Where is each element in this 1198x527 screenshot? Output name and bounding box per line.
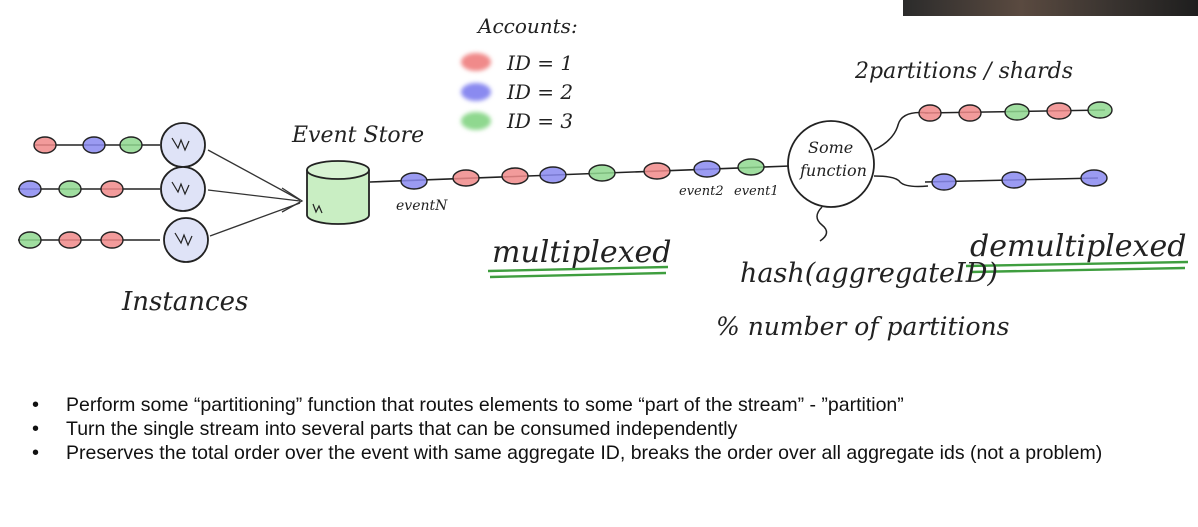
partition2-event-1: [931, 173, 957, 191]
event-1-label: event1: [734, 184, 779, 199]
legend-label-id1: ID = 1: [506, 51, 573, 75]
event-store-body: [306, 170, 370, 225]
partition-connectors: [873, 109, 1106, 188]
bullet-item-2: Turn the single stream into several part…: [30, 417, 1180, 441]
bullet-list: Perform some “partitioning” function tha…: [30, 393, 1180, 465]
partition-1-connector: [873, 111, 929, 151]
multiplexed-label: multiplexed: [492, 235, 671, 270]
event-store-top: [306, 160, 370, 180]
event-n-label: eventN: [396, 198, 448, 214]
video-thumbnail: [903, 0, 1198, 16]
instance-scribble-3: [174, 232, 193, 247]
arrow-instance-3: [209, 202, 301, 237]
demultiplexed-underline: [965, 260, 1189, 274]
partition1-event-4: [1046, 102, 1072, 120]
demultiplexed-label: demultiplexed: [970, 229, 1186, 264]
instances-label: Instances: [121, 287, 248, 317]
partitions-label: 2partitions / shards: [854, 59, 1073, 84]
legend: Accounts: ID = 1 ID = 2 ID = 3: [461, 14, 578, 133]
partition-2-connector: [873, 175, 929, 188]
multiplexed-underline-1: [487, 265, 669, 273]
stream-event-5: [588, 164, 616, 182]
event-store-label: Event Store: [291, 123, 424, 148]
stream-event-8: [737, 158, 765, 176]
legend-title: Accounts:: [476, 14, 578, 38]
partition-function-node: [787, 120, 875, 208]
instance-scribble-1: [171, 137, 190, 152]
partition1-event-2: [958, 104, 982, 122]
legend-swatch-id3: [461, 112, 491, 130]
partition1-event-3: [1004, 103, 1030, 121]
multiplexed-stream-line: [369, 165, 791, 183]
function-connector-squiggle: [816, 206, 828, 242]
stream-event-3: [501, 167, 529, 185]
partition1-event-5: [1087, 101, 1113, 119]
hash-formula-line1: hash(aggregateID): [740, 258, 998, 289]
stream-event-7: [693, 160, 721, 178]
partition2-event-2: [1001, 171, 1027, 189]
function-label-line2: function: [799, 161, 867, 180]
bullet-item-3: Preserves the total order over the event…: [30, 441, 1180, 465]
bullet-item-1: Perform some “partitioning” function tha…: [30, 393, 1180, 417]
event-2-label: event2: [679, 184, 724, 199]
stream-event-1: [400, 172, 428, 190]
multiplexed-underline-2: [489, 271, 667, 279]
instance2-event-3: [100, 180, 124, 198]
partition2-event-3: [1080, 169, 1108, 187]
hash-formula-line2: % number of partitions: [716, 312, 1009, 341]
event-store: [306, 160, 370, 225]
demultiplexed-underline-1: [965, 260, 1189, 268]
instance1-event-3: [119, 136, 143, 154]
multiplexed-events: [400, 158, 765, 190]
arrowhead-store: [281, 187, 304, 213]
instance1-event-1: [33, 136, 57, 154]
instance2-event-1: [18, 180, 42, 198]
arrow-instance-1: [207, 149, 301, 201]
partition1-event-1: [918, 104, 942, 122]
instance3-event-3: [100, 231, 124, 249]
instance-arrows: [207, 149, 304, 237]
instance3-event-2: [58, 231, 82, 249]
instance-events: [18, 136, 143, 249]
function-label-line1: Some: [808, 138, 853, 157]
arrow-instance-2: [207, 189, 301, 202]
stream-event-4: [539, 166, 567, 184]
stream-event-6: [643, 162, 671, 180]
instance3-event-1: [18, 231, 42, 249]
instance1-event-2: [82, 136, 106, 154]
demultiplexed-underline-2: [969, 266, 1186, 274]
multiplexed-underline: [487, 265, 669, 279]
partition-2-events: [931, 169, 1108, 191]
legend-label-id3: ID = 3: [506, 109, 573, 133]
partition-1-events: [918, 101, 1113, 122]
instances: [160, 122, 209, 263]
instance-scribble-2: [171, 181, 190, 196]
legend-label-id2: ID = 2: [506, 80, 573, 104]
legend-swatch-id2: [461, 83, 491, 101]
stream-event-2: [452, 169, 480, 187]
instance2-event-2: [58, 180, 82, 198]
legend-swatch-id1: [461, 53, 491, 71]
event-store-scribble: [312, 203, 323, 214]
